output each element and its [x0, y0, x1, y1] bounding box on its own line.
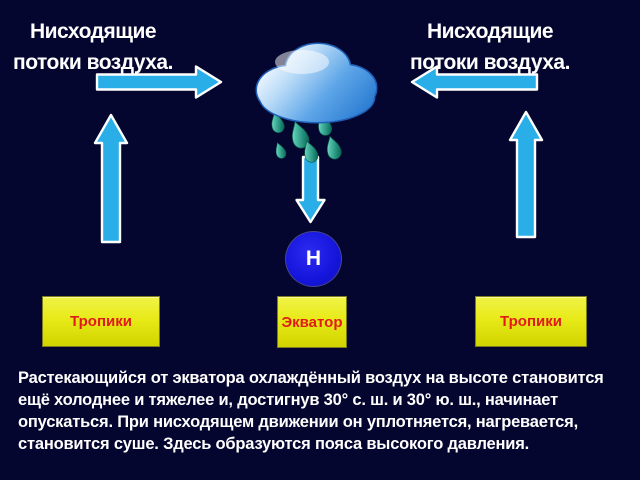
rain-cloud-icon: [255, 42, 378, 165]
region-label-text: Тропики: [500, 313, 562, 330]
region-label-text: Экватор: [281, 313, 343, 331]
region-label-text: Тропики: [70, 313, 132, 330]
low-pressure-marker: Н: [285, 231, 342, 287]
arrow-left-icon: [410, 65, 539, 99]
pressure-letter: Н: [305, 247, 322, 270]
heading-left: Нисходящие потоки воздуха.: [13, 20, 173, 74]
description-paragraph: Растекающийся от экватора охлаждённый во…: [18, 369, 604, 453]
region-label-tropics-right: Тропики: [475, 296, 587, 347]
heading-right: Нисходящие потоки воздуха.: [410, 20, 570, 74]
arrow-right-icon: [95, 65, 223, 99]
arrow-down-icon: [295, 155, 326, 224]
arrow-up-icon: [508, 110, 544, 239]
region-label-equator: Экватор: [277, 296, 347, 348]
region-label-tropics-left: Тропики: [42, 296, 160, 347]
arrow-up-icon: [93, 113, 129, 244]
cloud-highlight: [275, 50, 329, 74]
